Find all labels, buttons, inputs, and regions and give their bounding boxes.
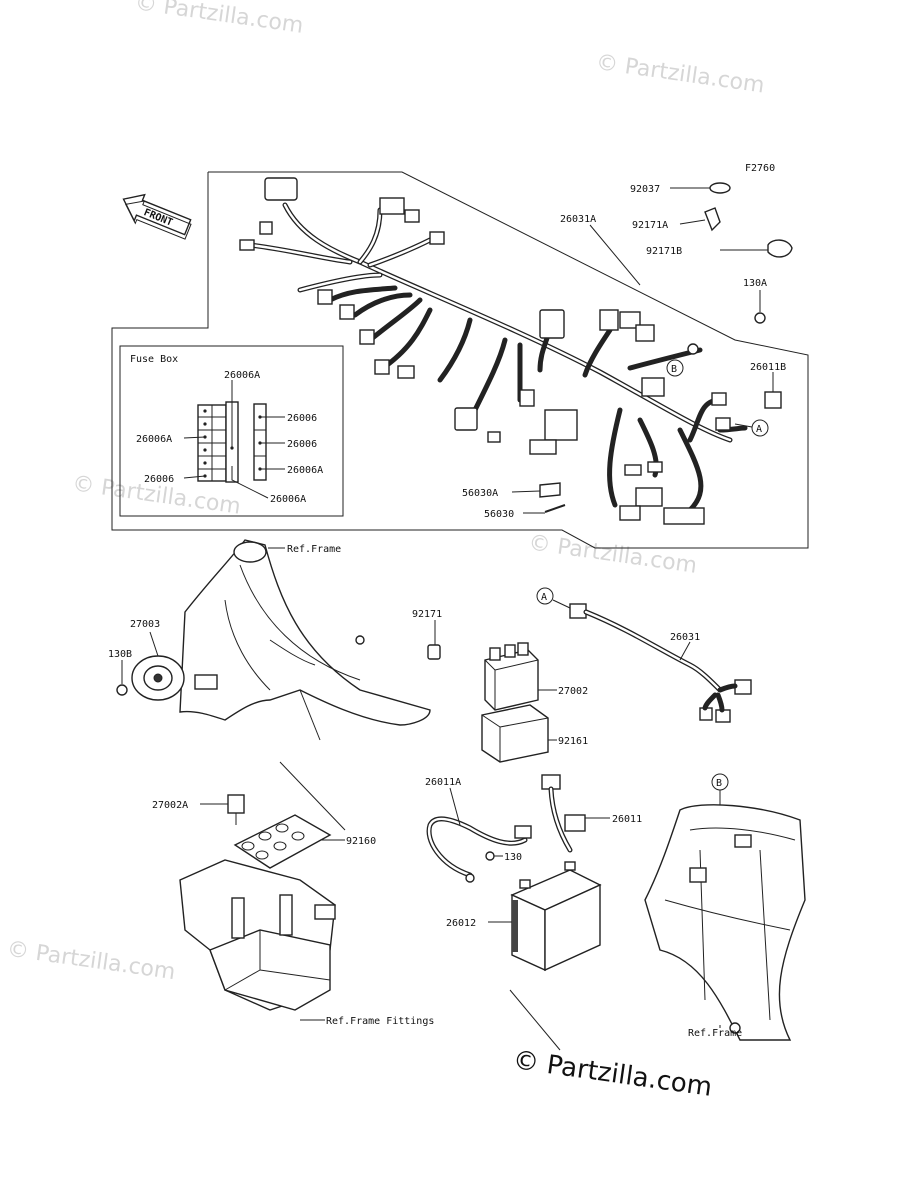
clip-92171 xyxy=(427,620,441,660)
clamp-92171a xyxy=(679,207,721,232)
part-label-26011a: 26011A xyxy=(425,777,461,788)
fuse-label: 26006 xyxy=(287,439,317,450)
callout-b: B xyxy=(716,778,722,789)
part-label-92037: 92037 xyxy=(630,184,660,195)
leader-26031a xyxy=(589,224,641,286)
part-label-92171: 92171 xyxy=(412,609,442,620)
strap-56030 xyxy=(523,504,566,514)
bolt-130 xyxy=(485,851,503,861)
part-label-26012: 26012 xyxy=(446,918,476,929)
part-label-92161: 92161 xyxy=(558,736,588,747)
fuse-box-panel xyxy=(119,345,344,517)
relay-27002a xyxy=(200,794,245,825)
bolt-130b xyxy=(116,660,128,696)
fuse-label: 26006A xyxy=(224,370,260,381)
part-label-27002: 27002 xyxy=(558,686,588,697)
ecu-92161 xyxy=(481,704,557,763)
part-label-56030a: 56030A xyxy=(462,488,498,499)
assembly-line xyxy=(509,989,561,1051)
assembly-line xyxy=(279,761,346,831)
part-label-92171b: 92171B xyxy=(646,246,682,257)
fuse-box-body xyxy=(183,380,285,499)
callout-b: B xyxy=(666,359,684,377)
part-label-130a: 130A xyxy=(743,278,767,289)
watermark: © Partzilla.com xyxy=(594,50,766,98)
watermark: © Partzilla.com xyxy=(527,530,699,578)
frame-drawing xyxy=(179,539,431,741)
part-label-92160: 92160 xyxy=(346,836,376,847)
part-label-56030: 56030 xyxy=(484,509,514,520)
part-label-26011b: 26011B xyxy=(750,362,786,373)
part-label-130b: 130B xyxy=(108,649,132,660)
part-label-130: 130 xyxy=(504,852,522,863)
bolt-130a xyxy=(754,290,766,324)
part-label-27002a: 27002A xyxy=(152,800,188,811)
cable-26011a xyxy=(426,787,532,883)
rubber-mat-92160 xyxy=(233,814,345,869)
brand-watermark: © Partzilla.com xyxy=(511,1045,714,1103)
svg-text:A: A xyxy=(756,424,762,435)
part-label-27003: 27003 xyxy=(130,619,160,630)
callout-a: A xyxy=(734,419,769,437)
ref-frame-label: Ref.Frame xyxy=(688,1028,742,1039)
watermark: © Partzilla.com xyxy=(133,0,305,39)
battery-tray xyxy=(179,859,336,1021)
part-label-92171a: 92171A xyxy=(632,220,668,231)
fuse-label: 26006A xyxy=(136,434,172,445)
part-label-26011: 26011 xyxy=(612,814,642,825)
callout-a: A xyxy=(541,592,547,603)
clamp-92037 xyxy=(670,182,731,194)
label-sticker-56030a xyxy=(511,482,561,498)
horn-27003 xyxy=(131,631,218,701)
ref-frame-fittings-label: Ref.Frame Fittings xyxy=(326,1016,434,1027)
watermark: © Partzilla.com xyxy=(5,937,177,985)
right-frame-drawing: B xyxy=(644,773,806,1041)
sub-harness-26031: A xyxy=(536,587,752,723)
battery-26012 xyxy=(488,861,602,972)
fuse-label: 26006A xyxy=(270,494,306,505)
connector-26011b xyxy=(764,372,782,409)
relay-box-27002 xyxy=(484,642,557,711)
ref-frame-label: Ref.Frame xyxy=(287,544,341,555)
svg-text:B: B xyxy=(671,364,677,375)
starter-relay-26011 xyxy=(541,774,610,853)
part-label-26031a: 26031A xyxy=(560,214,596,225)
front-arrow-icon: FRONT xyxy=(122,193,192,240)
fuse-label: 26006A xyxy=(287,465,323,476)
clamp-92171b xyxy=(720,239,793,258)
fuse-box-title: Fuse Box xyxy=(130,354,178,365)
harness-connectors xyxy=(239,177,731,525)
figure-code: F2760 xyxy=(745,163,775,174)
fuse-label: 26006 xyxy=(144,474,174,485)
fuse-label: 26006 xyxy=(287,413,317,424)
harness-outline xyxy=(111,171,809,549)
part-label-26031: 26031 xyxy=(670,632,700,643)
